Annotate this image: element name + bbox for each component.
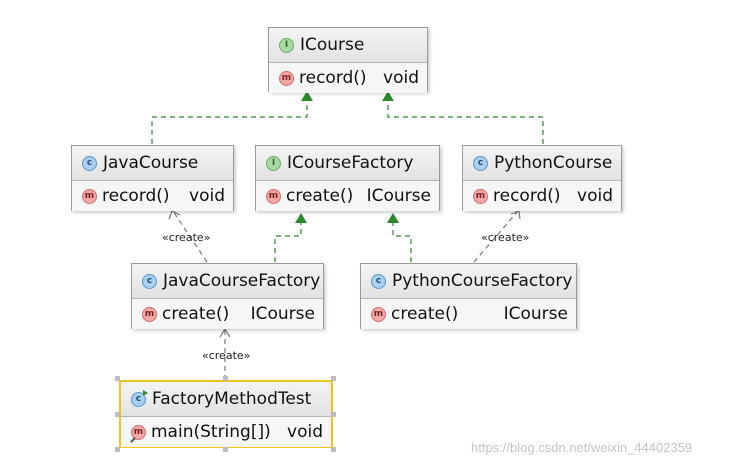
box-title: FactoryMethodTest (152, 389, 312, 409)
method-row[interactable]: m record() void (269, 63, 427, 93)
class-icon: c (371, 273, 386, 289)
box-title: ICourse (300, 35, 365, 55)
method-row[interactable]: m create() ICourse (256, 181, 439, 211)
realization-arrowhead (295, 213, 307, 223)
class-icon: c (473, 155, 488, 171)
box-header: c PythonCourseFactory (361, 264, 576, 299)
box-header: c PythonCourse (463, 146, 621, 181)
method-row[interactable]: m record() void (72, 181, 233, 211)
class-pythoncoursefactory[interactable]: c PythonCourseFactory m create() ICourse (360, 263, 577, 329)
class-icon: c (142, 273, 157, 289)
interface-icoursefactory[interactable]: I ICourseFactory m create() ICourse (255, 145, 440, 211)
box-header: I ICourseFactory (256, 146, 439, 181)
method-name: main(String[]) (151, 422, 271, 442)
realization-arrowhead (387, 213, 399, 223)
dependency-pythonfactory-pythoncourse (473, 210, 519, 263)
create-stereotype-label: «create» (481, 231, 530, 244)
dependency-arrowhead (168, 210, 181, 220)
selection-handle[interactable] (331, 412, 336, 417)
selection-handle[interactable] (331, 447, 336, 452)
box-title: JavaCourse (103, 153, 199, 173)
method-icon: m (279, 70, 294, 86)
selection-handle[interactable] (115, 376, 120, 381)
create-stereotype-label: «create» (162, 231, 211, 244)
interface-icourse[interactable]: I ICourse m record() void (268, 27, 428, 93)
method-return-type: ICourse (366, 186, 431, 206)
method-return-type: void (287, 422, 323, 442)
method-icon: m (266, 188, 281, 204)
selection-handle[interactable] (223, 447, 228, 452)
box-title: JavaCourseFactory (163, 271, 321, 291)
class-factorymethodtest[interactable]: c FactoryMethodTest m main(String[]) voi… (119, 380, 333, 448)
method-return-type: ICourse (503, 304, 568, 324)
interface-icon: I (266, 155, 281, 171)
method-return-type: void (577, 186, 613, 206)
method-icon: m (371, 306, 386, 322)
realization-pythonfactory-icoursefactory (392, 222, 412, 262)
box-header: I ICourse (269, 28, 427, 63)
method-name: record() (493, 186, 561, 206)
method-icon: m (82, 188, 97, 204)
class-pythoncourse[interactable]: c PythonCourse m record() void (462, 145, 622, 211)
class-icon: c (82, 155, 97, 171)
selection-handle[interactable] (115, 447, 120, 452)
box-header: c FactoryMethodTest (121, 382, 331, 417)
selection-handle[interactable] (331, 376, 336, 381)
realization-pythoncourse-icourse (387, 100, 544, 144)
class-javacoursefactory[interactable]: c JavaCourseFactory m create() ICourse (131, 263, 324, 329)
box-title: PythonCourse (494, 153, 613, 173)
create-stereotype-label: «create» (202, 349, 251, 362)
dependency-arrowhead (219, 327, 231, 338)
selection-handle[interactable] (115, 412, 120, 417)
realization-arrowhead (382, 91, 394, 101)
method-icon: m (473, 188, 488, 204)
watermark-text: https://blog.csdn.net/weixin_44402359 (471, 440, 693, 455)
method-icon: m (142, 306, 157, 322)
method-name: record() (102, 186, 170, 206)
realization-arrowhead (301, 91, 313, 101)
box-header: c JavaCourseFactory (132, 264, 323, 299)
method-row[interactable]: m create() ICourse (132, 299, 323, 329)
method-row[interactable]: m record() void (463, 181, 621, 211)
method-row[interactable]: m main(String[]) void (121, 417, 331, 447)
box-title: PythonCourseFactory (392, 271, 573, 291)
dependency-javafactory-javacourse (172, 210, 208, 263)
selection-handle[interactable] (223, 376, 228, 381)
method-return-type: ICourse (250, 304, 315, 324)
class-javacourse[interactable]: c JavaCourse m record() void (71, 145, 234, 211)
runnable-class-icon: c (131, 389, 148, 407)
method-name: create() (286, 186, 354, 206)
method-return-type: void (383, 68, 419, 88)
method-name: record() (299, 68, 367, 88)
static-method-icon: m (131, 424, 146, 440)
method-name: create() (391, 304, 459, 324)
method-name: create() (162, 304, 230, 324)
dependency-arrowhead (510, 210, 521, 220)
realization-javafactory-icoursefactory (274, 222, 302, 262)
box-header: c JavaCourse (72, 146, 233, 181)
box-title: ICourseFactory (287, 153, 414, 173)
method-return-type: void (189, 186, 225, 206)
realization-javacourse-icourse (151, 100, 308, 144)
interface-icon: I (279, 37, 294, 53)
method-row[interactable]: m create() ICourse (361, 299, 576, 329)
